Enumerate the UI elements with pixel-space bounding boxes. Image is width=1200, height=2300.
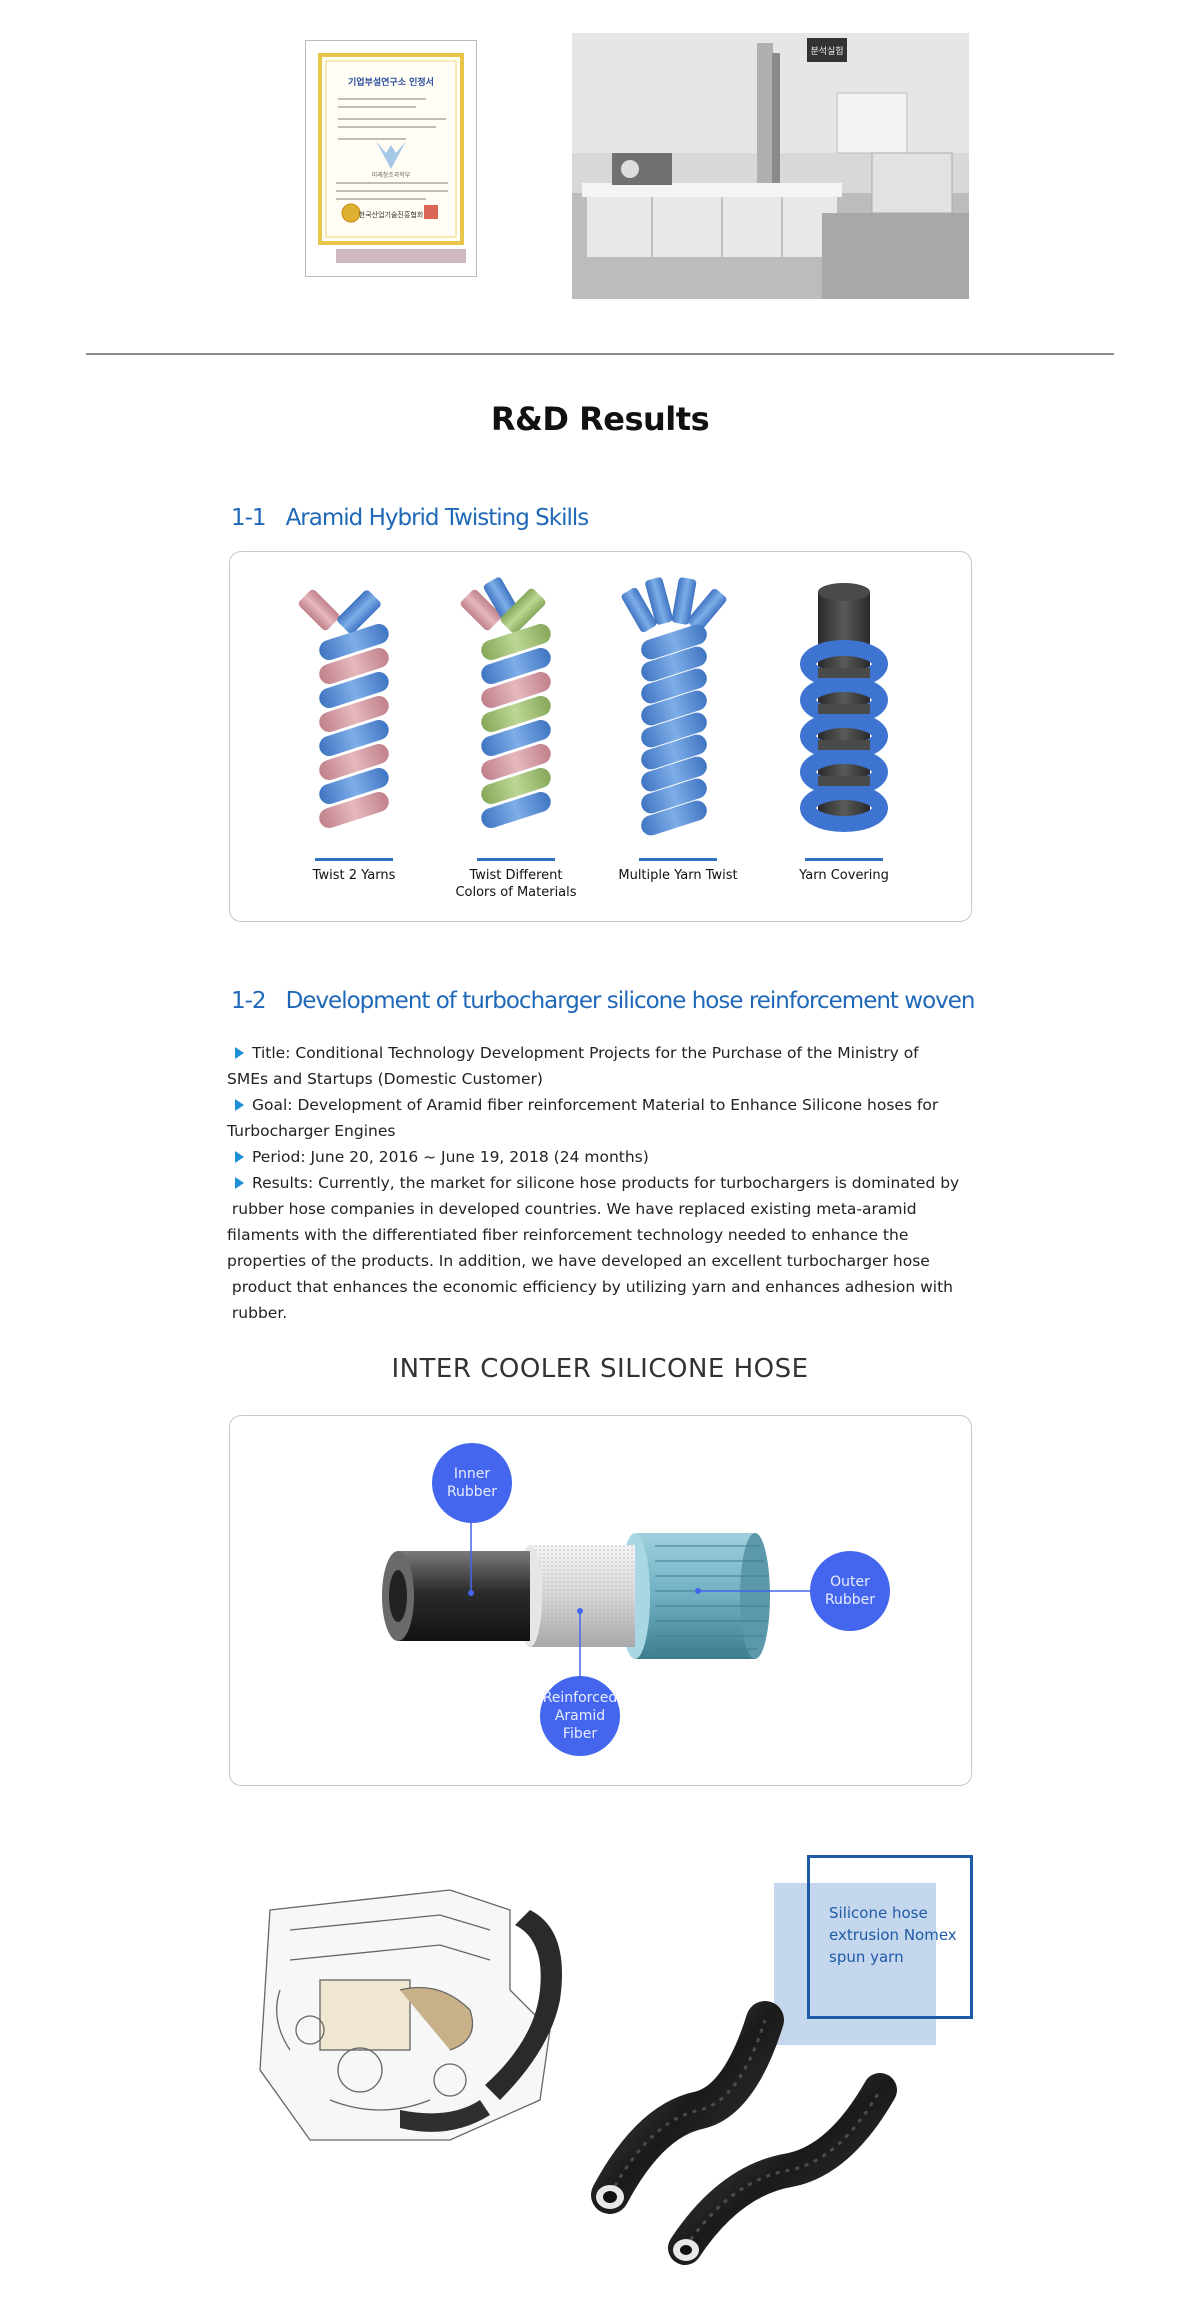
lab-photo: 분석실험	[572, 33, 969, 299]
paragraph-line: Results: Currently, the market for silic…	[252, 1174, 960, 1192]
yarn-twist-2-icon	[298, 589, 389, 829]
certificate-image: 기업부설연구소 인정서 미래창조과학부 한국산업기술진흥협회	[305, 40, 477, 277]
section-2-number: 1-2	[231, 988, 267, 1014]
yarn-label-underline	[805, 858, 883, 861]
engine-illustration	[259, 1889, 562, 2141]
callout-line: spun yarn	[829, 1948, 904, 1966]
lab-sign: 분석실험	[810, 46, 843, 57]
triangle-bullet-icon	[235, 1047, 244, 1059]
page-title: R&D Results	[490, 400, 710, 438]
hose-diagram-title: INTER COOLER SILICONE HOSE	[391, 1354, 809, 1384]
certificate-graphic: 기업부설연구소 인정서 미래창조과학부 한국산업기술진흥협회	[306, 41, 476, 276]
section-divider	[86, 353, 1114, 355]
yarn-twist-colors-icon	[460, 577, 551, 829]
callout-line: Silicone hose	[829, 1904, 928, 1922]
paragraph-line: Turbocharger Engines	[227, 1122, 396, 1140]
yarn-label-colors: Twist Different Colors of Materials	[441, 867, 591, 901]
yarn-label-underline	[639, 858, 717, 861]
silicone-hoses-photo	[591, 2001, 897, 2265]
yarn-label-line: Twist 2 Yarns	[312, 868, 396, 883]
yarn-label-underline	[315, 858, 393, 861]
yarn-label-line: Yarn Covering	[799, 868, 889, 883]
yarn-label-underline	[477, 858, 555, 861]
project-description: Title: Conditional Technology Developmen…	[227, 1040, 977, 1326]
callout-frame	[807, 1855, 973, 2019]
yarn-label-line: Colors of Materials	[455, 885, 577, 900]
section-1-heading: 1-1 Aramid Hybrid Twisting Skills	[231, 505, 590, 531]
section-2-heading: 1-2 Development of turbocharger silicone …	[231, 988, 976, 1014]
triangle-bullet-icon	[235, 1151, 244, 1163]
label-line: Rubber	[446, 1484, 498, 1500]
certificate-issuer: 한국산업기술진흥협회	[359, 210, 423, 219]
lab-photo-graphic: 분석실험	[572, 33, 969, 299]
label-line: Rubber	[824, 1592, 876, 1608]
section-1-number: 1-1	[231, 505, 267, 531]
paragraph-line: Goal: Development of Aramid fiber reinfo…	[252, 1096, 939, 1114]
project-goal-paragraph: Goal: Development of Aramid fiber reinfo…	[227, 1092, 977, 1144]
paragraph-line: rubber hose companies in developed count…	[227, 1200, 917, 1218]
yarn-label-multiple: Multiple Yarn Twist	[603, 867, 753, 884]
paragraph-line: filaments with the differentiated fiber …	[227, 1226, 909, 1244]
project-title-paragraph: Title: Conditional Technology Developmen…	[227, 1040, 977, 1092]
label-line: Outer	[830, 1574, 870, 1590]
project-results-paragraph: Results: Currently, the market for silic…	[227, 1170, 977, 1326]
yarn-label-twist-2: Twist 2 Yarns	[279, 867, 429, 884]
label-line: Aramid Fiber	[554, 1708, 606, 1742]
section-1-title: Aramid Hybrid Twisting Skills	[285, 505, 590, 531]
paragraph-line: product that enhances the economic effic…	[227, 1278, 954, 1296]
yarn-twist-illustrations	[298, 577, 888, 836]
paragraph-line: rubber.	[227, 1304, 288, 1322]
yarn-twist-multiple-icon	[621, 577, 727, 836]
paragraph-line: Title: Conditional Technology Developmen…	[252, 1044, 919, 1062]
yarn-twist-panel: Twist 2 Yarns Twist Different Colors of …	[229, 551, 972, 922]
triangle-bullet-icon	[235, 1099, 244, 1111]
hose-layers-graphic	[382, 1521, 820, 1678]
label-line: Inner	[453, 1466, 491, 1482]
callout-line: extrusion Nomex	[829, 1926, 957, 1944]
callout-label: Silicone hose extrusion Nomex spun yarn	[829, 1902, 969, 1968]
yarn-label-line: Multiple Yarn Twist	[618, 868, 738, 883]
certificate-dept: 미래창조과학부	[372, 171, 411, 179]
label-line: Reinforced	[542, 1690, 618, 1706]
yarn-label-line: Twist Different	[469, 868, 563, 883]
paragraph-line: Period: June 20, 2016 ~ June 19, 2018 (2…	[252, 1148, 649, 1166]
triangle-bullet-icon	[235, 1177, 244, 1189]
paragraph-line: SMEs and Startups (Domestic Customer)	[227, 1070, 543, 1088]
yarn-covering-icon	[800, 583, 888, 832]
yarn-label-covering: Yarn Covering	[769, 867, 919, 884]
certificate-title: 기업부설연구소 인정서	[348, 76, 434, 88]
paragraph-line: properties of the products. In addition,…	[227, 1252, 930, 1270]
project-period-paragraph: Period: June 20, 2016 ~ June 19, 2018 (2…	[227, 1144, 977, 1170]
section-2-title: Development of turbocharger silicone hos…	[285, 988, 976, 1014]
